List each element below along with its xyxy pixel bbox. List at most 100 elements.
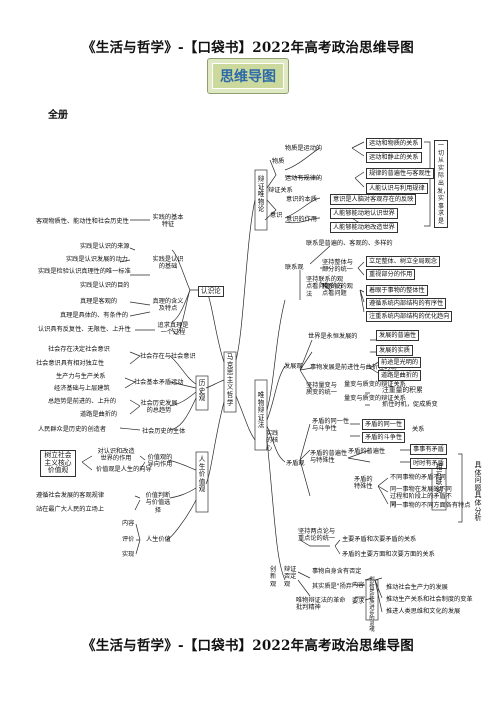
node-life-realize: 实现 [122,551,135,558]
node-requirement: 要求 [352,598,365,605]
node-innovation-view: 创新观 [270,566,277,588]
node-essence-desc: 意识是人脑对客观存在的反映 [330,194,417,206]
node-system-optimize: 注重系统内部结构的优化趋向 [366,311,453,323]
node-everything-contra: 事事有矛盾 [410,444,447,456]
branch-epistemology: 认识论 [198,286,224,298]
branch-life-values: 人生价值观 [198,455,206,494]
node-practice-driver: 实践是认识发展的动力 [66,256,128,263]
node-contradiction-view: 矛盾观 [286,460,305,467]
node-self-negation: 事物自身含有否定 [312,568,362,575]
node-productivity: 推动社会生产力的发展 [386,584,448,591]
node-role-know: 人能够能动地认识世界 [330,208,398,220]
section-label: 全册 [48,110,68,121]
node-bright-future: 前途是光明的 [378,357,422,369]
node-value-guide-life: 价值观是人生的向导 [96,466,152,473]
node-culture: 推进人类思维和文化的发展 [386,608,461,615]
node-connection-top: 联系是普遍的、客观的、多样的 [306,240,393,247]
node-people-creators: 人民群众是历史的创造者 [38,426,107,433]
node-motion-matter: 运动和物质的关系 [366,138,422,150]
node-part-role: 重视部分的作用 [366,269,416,281]
node-universal-particular: 矛盾的普遍性与特殊性 [310,450,348,465]
page-title-top: 《生活与哲学》-【口袋书】2022年高考政治思维导图 [82,40,414,56]
node-social-being: 社会存在与社会意识 [140,353,196,360]
node-cognition-features: 认识具有反复性、无限性、上升性 [38,326,131,333]
node-role-change: 人能够能动地改造世界 [330,222,398,234]
node-revolutionary-spirit: 唯物辩证法的革命批判精神 [296,597,346,612]
node-truth-meaning: 真理的含义及特点 [152,298,184,313]
node-consciousness-independent: 社会意识具有相对独立性 [36,360,105,367]
node-whole-part: 坚持整体与部分的统一 [322,259,353,274]
node-life-content: 内容 [122,520,135,527]
node-practice-features-desc: 客观物质性、能动性和社会历史性 [36,218,129,225]
branch-dialectical-materialism: 辩证唯物论 [257,175,265,214]
node-matter-moving: 物质是运动的 [285,145,323,152]
node-consciousness-role: 意识的作用 [286,216,317,223]
node-practice-core: 实践的核心 [266,430,279,452]
node-matter: 物质 [272,158,285,165]
node-seize-chance: 抓住时机，促成质变 [382,401,438,408]
node-develop-essence: 发展的实质 [376,345,413,357]
node-qq-relation-1: 量变与质变的辩证关系 [344,381,406,388]
node-follow-laws: 遵循社会发展的客观规律 [36,492,105,499]
node-identity-struggle: 矛盾的同一性与斗争性 [312,418,350,433]
node-law-use: 人能认识与利用规律 [366,183,428,195]
node-value-guide: 价值观的导向作用 [147,454,173,469]
branch-history-view: 历史观 [198,379,206,403]
node-different-things: 不同事物的矛盾不同 [390,474,446,481]
node-system-view: 用系统的观点看问题 [322,283,353,298]
node-practice-features: 实践的基本特征 [152,214,184,229]
node-always-contra: 时时有矛盾 [410,458,447,470]
node-trend-forward: 总趋势是前进的、上升的 [48,398,117,405]
node-connection-method: 坚持联系的观点看问题的方法 [306,276,344,298]
node-core-values: 树立社会主义核心价值观 [40,450,76,477]
node-different-stages: 同一事物在发展的不同过程和阶段上的矛盾不同 [390,486,452,508]
node-different-aspects: 同一事物的不同方面各有特点 [390,502,471,509]
node-value-world: 对认识和改造世界的作用 [97,448,135,463]
node-life-value: 人生价值 [146,536,171,543]
node-practice-basis: 实践是认识的基础 [152,256,184,271]
node-truth-process: 追求真理是一个过程 [157,322,189,337]
node-whole-first: 立足整体、树立全局观念 [366,256,441,268]
node-base-superstructure: 经济基础与上层建筑 [54,385,110,392]
page-title-bottom: 《生活与哲学》-【口袋书】2022年高考政治思维导图 [82,638,414,654]
node-development-view: 发展观 [284,363,303,370]
node-productive-forces: 生产力与生产关系 [56,373,106,380]
node-qq-relation-2: 量变与质变的辩证关系 [344,395,406,402]
node-progress-twist: 事物发展是前进性与曲折性的统一 [310,364,403,371]
node-concrete-analysis: 具体问题具体分析 [474,461,482,523]
node-universality: 矛盾的普遍性 [348,448,386,455]
center-node: 马克思主义哲学 [226,353,234,407]
node-relations-change: 推动生产关系和社会制度的变革 [386,596,473,603]
node-world-develop: 世界是永恒发展的 [308,333,358,340]
node-truth-concrete: 真理是具体的、有条件的 [60,312,129,319]
badge-label: 思维导图 [212,63,284,89]
node-practice-goal: 实践是认识的目的 [80,282,130,289]
node-dialectical-relation: 辩证关系 [268,187,293,194]
mind-map-badge: 思维导图 [207,58,289,94]
node-judgement-choice: 价值判断与价值选择 [145,492,171,514]
node-life-evaluate: 评价 [122,536,135,543]
node-basic-contradiction: 社会基本矛盾运动 [134,379,184,386]
node-quantity-accumulate: 注重量的积累 [382,386,423,394]
node-twisted-road: 道路是曲折的 [378,370,422,382]
node-connection-view: 联系观 [285,264,304,271]
node-identity: 矛盾的同一性 [362,419,406,431]
node-consciousness-essence: 意识的本质 [286,196,317,203]
node-trend-twisted: 道路是曲折的 [80,411,118,418]
node-dialectical-negation: 辩证否定观 [284,566,297,588]
node-seek-truth: 一切从实际出发，实事求是 [434,140,449,228]
node-being-decides: 社会存在决定社会意识 [48,346,110,353]
node-history-subject: 社会历史的主体 [142,428,186,435]
node-aspects: 矛盾的主要方面和次要方面的关系 [342,551,435,558]
node-major-minor: 主要矛盾和次要矛盾的关系 [342,536,417,543]
branch-dialectics: 唯物辩证法 [257,391,265,430]
node-truth-objective: 真理是客观的 [80,298,118,305]
node-overall-trend: 社会历史发展的总趋势 [140,400,178,415]
node-innovation-soul: 创新是民族进步的灵魂 [369,577,375,634]
node-struggle: 矛盾的斗争性 [362,432,406,444]
node-people-stand: 站在最广大人民的立场上 [36,506,105,513]
node-practice-source: 实践是认识的来源 [80,243,130,250]
node-motion-rest: 运动和静止的关系 [366,152,422,164]
node-develop-universal: 发展的普遍性 [376,330,420,342]
